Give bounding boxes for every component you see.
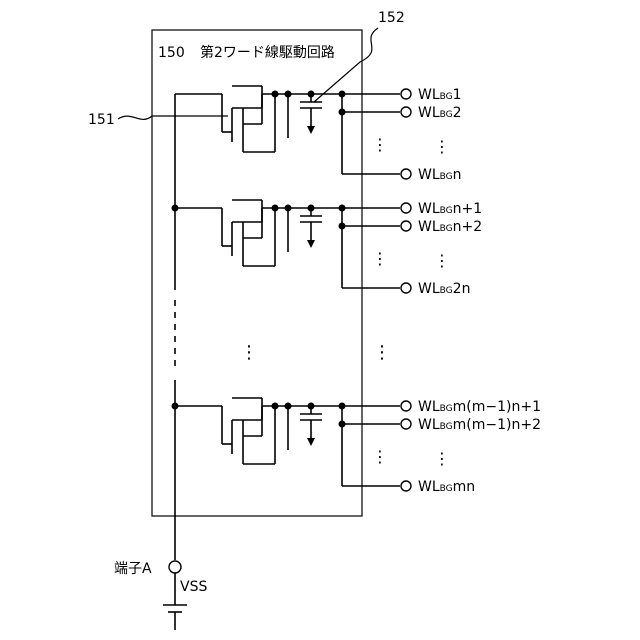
- group-1-output-label-3: WLBGn: [418, 167, 462, 183]
- group-3-output-terminal-3: [401, 481, 411, 491]
- group-3-junction-a: [272, 403, 279, 410]
- terminal-a-label: 端子A: [114, 561, 152, 577]
- group-1-output-label-1: WLBG1: [418, 87, 462, 103]
- group-3-cap-arrow: [307, 438, 315, 446]
- group-2-output-terminal-3: [401, 283, 411, 293]
- group-3-output-label-2: WLBGm(m−1)n+2: [418, 417, 541, 433]
- group-2-junction-a: [272, 205, 279, 212]
- group-2-output-label-1: WLBGn+1: [418, 201, 482, 217]
- group-1-output-terminal-1: [401, 89, 411, 99]
- callout-152-leader: [314, 28, 378, 102]
- middle-ellipsis-right: ⋮: [373, 342, 391, 363]
- callout-151: 151: [88, 112, 115, 128]
- group-1-ellipsis-left: ⋮: [372, 135, 388, 154]
- group-1-output-terminal-3: [401, 169, 411, 179]
- group-2-cap-arrow: [307, 240, 315, 248]
- group-3-output-terminal-2: [401, 419, 411, 429]
- group-3-ellipsis-right: ⋮: [434, 449, 450, 468]
- group-3-output-terminal-1: [401, 401, 411, 411]
- terminal-a-circle: [169, 561, 181, 573]
- group-1-output-label-2: WLBG2: [418, 105, 462, 121]
- group-2-output-label-2: WLBGn+2: [418, 219, 482, 235]
- group-3-output-label-1: WLBGm(m−1)n+1: [418, 399, 541, 415]
- block-number: 150: [158, 45, 185, 61]
- group-3-ellipsis-left: ⋮: [372, 447, 388, 466]
- block-title: 第2ワード線駆動回路: [200, 44, 335, 61]
- group-2-ellipsis-right: ⋮: [434, 251, 450, 270]
- group-2-output-label-3: WLBG2n: [418, 281, 470, 297]
- group-2-ellipsis-left: ⋮: [372, 249, 388, 268]
- group-3-output-label-3: WLBGmn: [418, 479, 475, 495]
- driver-block-outline: [152, 30, 362, 516]
- group-1-junction-a: [272, 91, 279, 98]
- group-2-output-terminal-1: [401, 203, 411, 213]
- middle-ellipsis-left: ⋮: [240, 342, 258, 363]
- vss-label: VSS: [180, 579, 207, 595]
- callout-151-leader: [118, 116, 228, 119]
- group-1-output-terminal-2: [401, 107, 411, 117]
- callout-152: 152: [378, 10, 405, 26]
- group-1-ellipsis-right: ⋮: [434, 137, 450, 156]
- group-2-output-terminal-2: [401, 221, 411, 231]
- group-1-cap-arrow: [307, 126, 315, 134]
